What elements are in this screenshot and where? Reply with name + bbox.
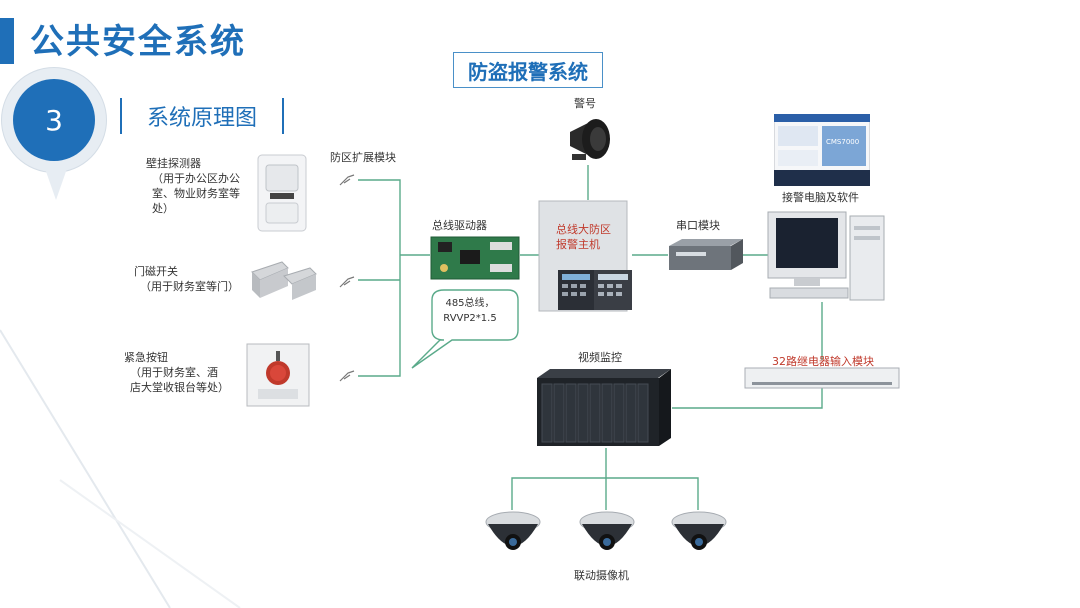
alarm-host-image (538, 200, 634, 320)
relay-module-label: 32路继电器输入模块 (772, 355, 874, 368)
section-subtitle: 系统原理图 (120, 98, 284, 134)
software-brand-text: CMS7000 (826, 138, 859, 146)
bus-driver-image (430, 236, 520, 284)
wall-detector-label: 壁挂探测器 （用于办公区办公 室、物业财务室等 处） (146, 157, 240, 215)
serial-module-image (668, 238, 744, 276)
cameras-label: 联动摄像机 (574, 569, 629, 582)
pir-detector-image (256, 153, 308, 237)
siren-image (562, 114, 616, 170)
software-screenshot: CMS7000 (773, 113, 871, 190)
serial-module-label: 串口模块 (676, 219, 720, 232)
section-number-badge: 3 (13, 79, 95, 161)
alarm-pc-label: 接警电脑及软件 (782, 191, 859, 204)
relay-module-image (744, 366, 900, 394)
zone-module-icon-2 (338, 274, 358, 293)
panic-button-label: 紧急按钮 （用于财务室、酒 店大堂收银台等处） (124, 351, 229, 394)
siren-label: 警号 (574, 97, 596, 110)
bus-note-text: 485总线， RVVP2*1.5 (443, 298, 497, 324)
title-accent-bar (0, 18, 14, 64)
dome-camera-1 (484, 508, 542, 566)
wire-detectors-bus (358, 179, 401, 377)
zone-module-label: 防区扩展模块 (330, 151, 396, 164)
section-badge-pointer (42, 160, 70, 200)
zone-module-icon-1 (338, 172, 358, 191)
dome-camera-2 (578, 508, 636, 566)
door-switch-label: 门磁开关 （用于财务室等门） (134, 265, 239, 293)
zone-module-icon-3 (338, 368, 358, 387)
panic-button-image (246, 343, 310, 411)
door-switch-image (248, 258, 318, 308)
diagram-title: 防盗报警系统 (453, 52, 603, 88)
video-recorder-image (536, 368, 672, 452)
alarm-host-label: 总线大防区 报警主机 (556, 223, 611, 251)
dome-camera-3 (670, 508, 728, 566)
bus-note-bubble (411, 289, 519, 369)
bus-driver-label: 总线驱动器 (432, 219, 487, 232)
alarm-pc-image (764, 208, 888, 308)
video-label: 视频监控 (578, 351, 622, 364)
page-title: 公共安全系统 (30, 22, 246, 62)
